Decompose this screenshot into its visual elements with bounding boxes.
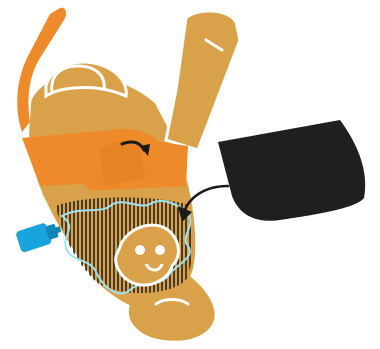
filter-sheet-icon: [218, 120, 365, 221]
right-strap: [166, 11, 240, 150]
center-strap-fold: [100, 140, 146, 186]
